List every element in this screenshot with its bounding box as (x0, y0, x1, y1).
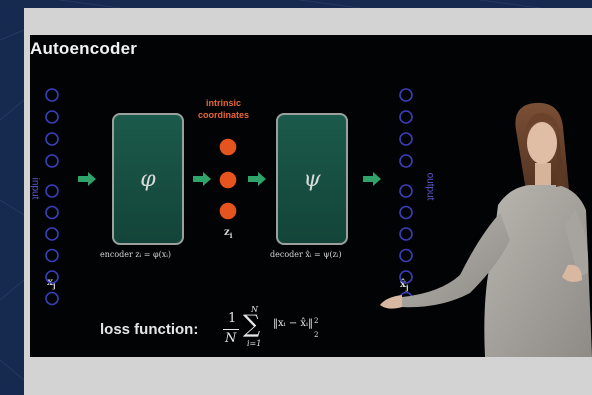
input-node (45, 154, 59, 168)
output-var: x̂ (400, 279, 406, 290)
input-node (45, 270, 59, 284)
encoder-box: φ (112, 113, 184, 245)
latent-label-line1: intrinsic (206, 98, 242, 108)
latent-label-line2: coordinates (198, 110, 250, 120)
sum-term-body: ‖xᵢ − x̂ᵢ‖ (273, 318, 314, 329)
decoder-symbol: ψ (303, 166, 321, 192)
input-node (45, 205, 59, 220)
norm-sub: 2 (314, 331, 319, 339)
output-node (399, 132, 413, 146)
input-node (45, 132, 59, 146)
arrow-encoder-to-latent (193, 172, 211, 186)
latent-node (219, 202, 237, 220)
sum-symbol: ∑ (243, 310, 261, 338)
output-node (399, 110, 413, 124)
latent-variable: zi (224, 227, 232, 240)
input-var-sub: j (52, 281, 56, 290)
encoder-symbol: φ (140, 166, 156, 192)
slide-title: Autoencoder (30, 39, 138, 58)
latent-var: z (224, 227, 230, 238)
output-node (399, 205, 413, 220)
latent-label: intrinsic coordinates (198, 97, 249, 121)
sum-top: N (251, 305, 258, 314)
formula-numerator: 1 (228, 311, 237, 326)
output-node (399, 248, 413, 263)
decoder-caption: decoder x̂ᵢ = ψ(zᵢ) (270, 250, 342, 259)
loss-formula: 1 N N ∑ i=1 ‖xᵢ − x̂ᵢ‖2 2 (218, 305, 368, 355)
output-var-sub: j (405, 283, 409, 292)
presenter-image (380, 102, 592, 357)
output-node (399, 184, 413, 198)
output-node (399, 88, 413, 102)
sum-bottom: i=1 (247, 339, 262, 348)
arrow-input-to-encoder (78, 172, 96, 186)
network-diagram (45, 88, 413, 306)
input-node (45, 291, 59, 306)
fraction-bar (223, 329, 239, 330)
encoder-caption: encoder zᵢ = φ(xᵢ) (100, 250, 171, 259)
output-variable: x̂j (400, 279, 409, 292)
loss-label: loss function: (100, 321, 199, 338)
latent-var-sub: i (229, 231, 233, 240)
sum-term: ‖xᵢ − x̂ᵢ‖2 2 (273, 317, 319, 339)
arrow-decoder-to-output (363, 172, 381, 186)
norm-sup: 2 (314, 317, 319, 325)
output-node (399, 227, 413, 241)
arrow-latent-to-decoder (248, 172, 266, 186)
latent-node (219, 138, 237, 156)
formula-denominator: N (225, 331, 237, 346)
latent-node (219, 171, 237, 189)
input-node (45, 110, 59, 124)
decoder-box: ψ (276, 113, 348, 245)
output-node (399, 270, 413, 284)
input-node (45, 248, 59, 263)
video-player[interactable]: Autoencoder input output φ ψ encoder zᵢ … (30, 35, 592, 357)
input-node (45, 184, 59, 198)
output-node (399, 154, 413, 168)
input-node (45, 227, 59, 241)
input-node (45, 88, 59, 102)
